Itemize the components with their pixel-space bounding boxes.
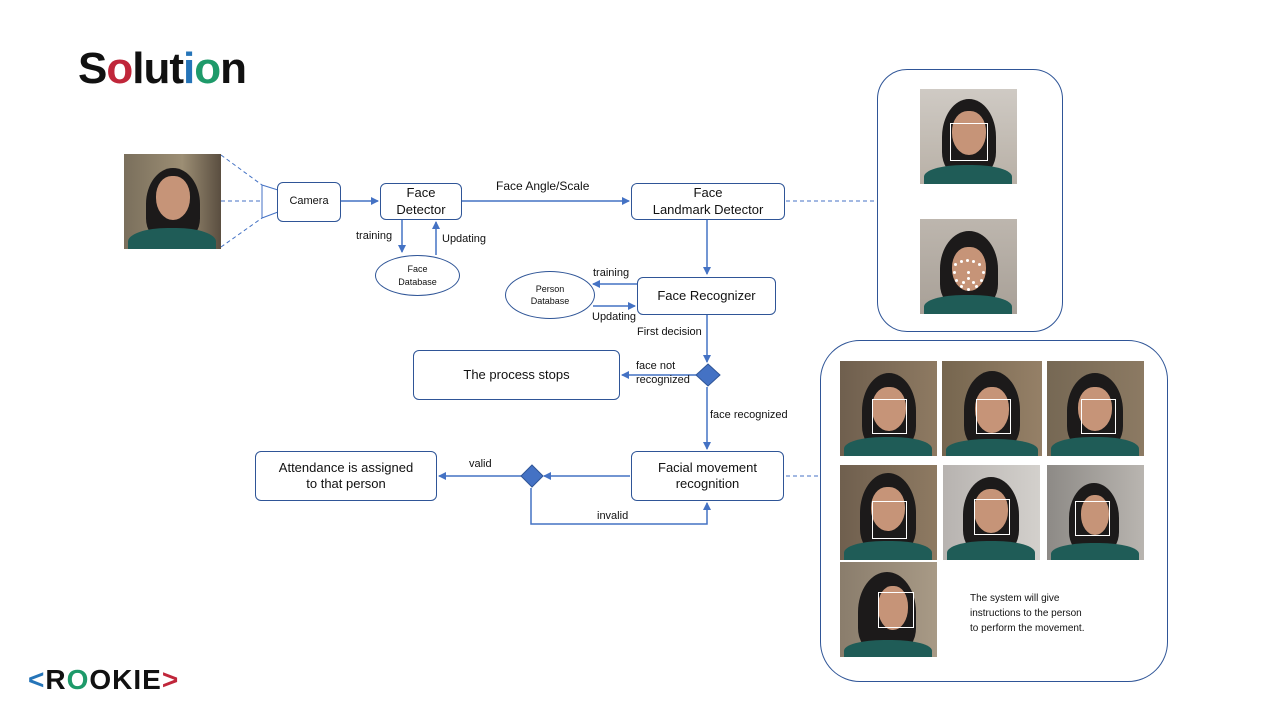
logo-o-ring: O xyxy=(66,664,90,695)
movement-photo-4 xyxy=(840,465,937,560)
instructions-line-3: to perform the movement. xyxy=(970,623,1085,634)
landmark-detector-label-1: Face xyxy=(693,185,723,201)
title-letter-l: l xyxy=(132,44,144,93)
logo-r: R xyxy=(45,664,67,695)
rookie-logo: <ROOKIE> xyxy=(28,664,179,696)
attendance-node: Attendance is assigned to that person xyxy=(255,451,437,501)
face-detector-node: Face Detector xyxy=(380,183,462,220)
edge-label-first-decision: First decision xyxy=(637,326,702,338)
person-database-label-1: Person xyxy=(535,283,565,294)
logo-kie: KIE xyxy=(112,664,162,695)
face-recognizer-node: Face Recognizer xyxy=(637,277,776,315)
edge-label-training-facedb: training xyxy=(356,230,393,242)
face-recognizer-label: Face Recognizer xyxy=(657,287,756,303)
landmark-detector-node: Face Landmark Detector xyxy=(631,183,785,220)
edge-label-updating-persondb: Updating xyxy=(592,311,637,323)
edge-label-face-recognized: face recognized xyxy=(710,409,788,421)
title-letter-t: t xyxy=(169,44,184,93)
facial-movement-label-1: Facial movement xyxy=(658,459,757,475)
camera-view-line-bot xyxy=(220,217,263,248)
face-bounding-box xyxy=(950,123,988,161)
movement-instructions: The system will give instructions to the… xyxy=(970,591,1085,636)
person-database-node: Person Database xyxy=(505,271,595,319)
instructions-line-1: The system will give xyxy=(970,593,1060,604)
edge-label-training-persondb: training xyxy=(593,267,630,279)
title-letter-o: o xyxy=(106,44,133,93)
decision-diamond-movement xyxy=(520,464,544,488)
logo-o: O xyxy=(89,664,113,695)
logo-lt: < xyxy=(28,664,46,695)
person-database-label-2: Database xyxy=(530,296,570,306)
camera-label: Camera xyxy=(289,195,329,208)
movement-photo-2 xyxy=(942,361,1042,456)
facial-movement-node: Facial movement recognition xyxy=(631,451,784,501)
movement-photo-1 xyxy=(840,361,937,456)
edge-label-valid: valid xyxy=(469,458,492,470)
movement-photo-7 xyxy=(840,562,937,657)
movement-photo-3 xyxy=(1047,361,1144,456)
attendance-label-1: Attendance is assigned xyxy=(278,459,414,475)
edge-label-face-angle: Face Angle/Scale xyxy=(496,179,590,193)
title-letter-i: i xyxy=(183,44,195,93)
face-database-label-1: Face xyxy=(407,264,428,275)
instructions-line-2: instructions to the person xyxy=(970,608,1082,619)
edge-label-updating-facedb: Updating xyxy=(442,233,487,245)
process-stops-node: The process stops xyxy=(413,350,620,400)
decision-diamond-recognition xyxy=(695,363,721,387)
face-not-line-2: recognized xyxy=(636,374,690,387)
title-letter-o2: o xyxy=(194,44,221,93)
title-letter-s: S xyxy=(78,44,107,93)
arrow-invalid-loop xyxy=(530,488,711,525)
camera-view-line-top xyxy=(220,154,263,186)
process-stops-label: The process stops xyxy=(463,366,570,382)
logo-gt: > xyxy=(161,664,180,695)
face-not-line-1: face not xyxy=(636,360,676,372)
title-letter-n: n xyxy=(220,44,247,93)
landmark-photo-detected xyxy=(920,89,1017,184)
input-camera-photo xyxy=(124,154,221,249)
face-database-node: Face Database xyxy=(375,255,460,296)
landmark-photo-points xyxy=(920,219,1017,314)
camera-lens-shape xyxy=(261,184,279,219)
slide-title: Solution xyxy=(78,44,247,94)
face-detector-label-1: Face xyxy=(406,185,436,201)
movement-photo-6 xyxy=(1047,465,1144,560)
attendance-label-2: to that person xyxy=(306,476,386,491)
edge-label-invalid: invalid xyxy=(597,510,629,522)
face-database-label-2: Database xyxy=(398,276,437,287)
facial-movement-label-2: recognition xyxy=(675,476,740,491)
face-detector-label-2: Detector xyxy=(396,201,446,217)
edge-label-face-not-recognized: face not recognized xyxy=(636,359,690,388)
title-letter-u: u xyxy=(143,44,170,93)
landmark-detector-label-2: Landmark Detector xyxy=(652,201,764,217)
camera-node: Camera xyxy=(277,182,341,222)
movement-photo-5 xyxy=(943,465,1040,560)
